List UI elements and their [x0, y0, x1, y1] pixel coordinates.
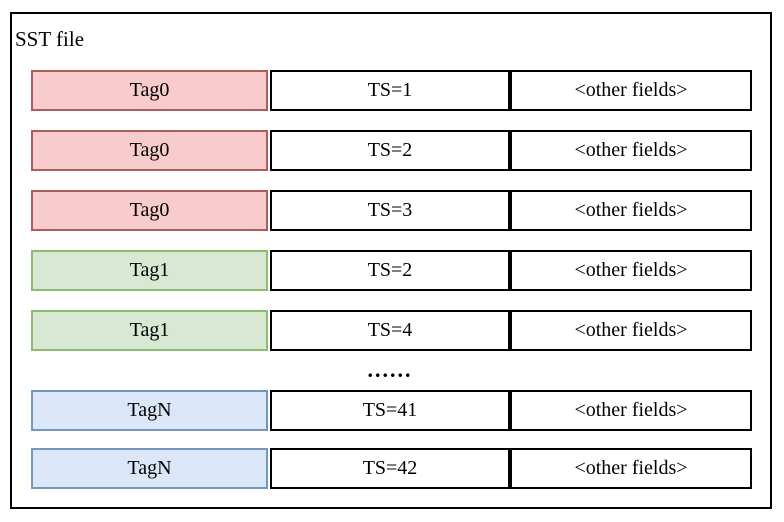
tag-cell: Tag0	[31, 130, 268, 171]
other-fields-cell: <other fields>	[510, 390, 752, 431]
other-fields-cell: <other fields>	[510, 310, 752, 351]
other-fields-cell: <other fields>	[510, 448, 752, 489]
record-row: TagN TS=41 <other fields>	[31, 390, 752, 431]
timestamp-cell: TS=2	[270, 250, 510, 291]
record-row: Tag1 TS=4 <other fields>	[31, 310, 752, 351]
timestamp-cell: TS=42	[270, 448, 510, 489]
ellipsis-text: ......	[367, 357, 413, 382]
timestamp-cell: TS=1	[270, 70, 510, 111]
tag-cell: Tag1	[31, 250, 268, 291]
tag-cell: TagN	[31, 390, 268, 431]
other-fields-cell: <other fields>	[510, 130, 752, 171]
timestamp-cell: TS=2	[270, 130, 510, 171]
sst-file-box: SST file Tag0 TS=1 <other fields> Tag0 T…	[10, 12, 772, 509]
tag-cell: TagN	[31, 448, 268, 489]
record-row: Tag0 TS=3 <other fields>	[31, 190, 752, 231]
timestamp-cell: TS=41	[270, 390, 510, 431]
timestamp-cell: TS=3	[270, 190, 510, 231]
record-row: Tag1 TS=2 <other fields>	[31, 250, 752, 291]
other-fields-cell: <other fields>	[510, 70, 752, 111]
tag-cell: Tag0	[31, 190, 268, 231]
record-row: Tag0 TS=2 <other fields>	[31, 130, 752, 171]
record-row: TagN TS=42 <other fields>	[31, 448, 752, 489]
other-fields-cell: <other fields>	[510, 250, 752, 291]
other-fields-cell: <other fields>	[510, 190, 752, 231]
tag-cell: Tag1	[31, 310, 268, 351]
record-row: Tag0 TS=1 <other fields>	[31, 70, 752, 111]
tag-cell: Tag0	[31, 70, 268, 111]
timestamp-cell: TS=4	[270, 310, 510, 351]
sst-file-label: SST file	[15, 27, 85, 51]
